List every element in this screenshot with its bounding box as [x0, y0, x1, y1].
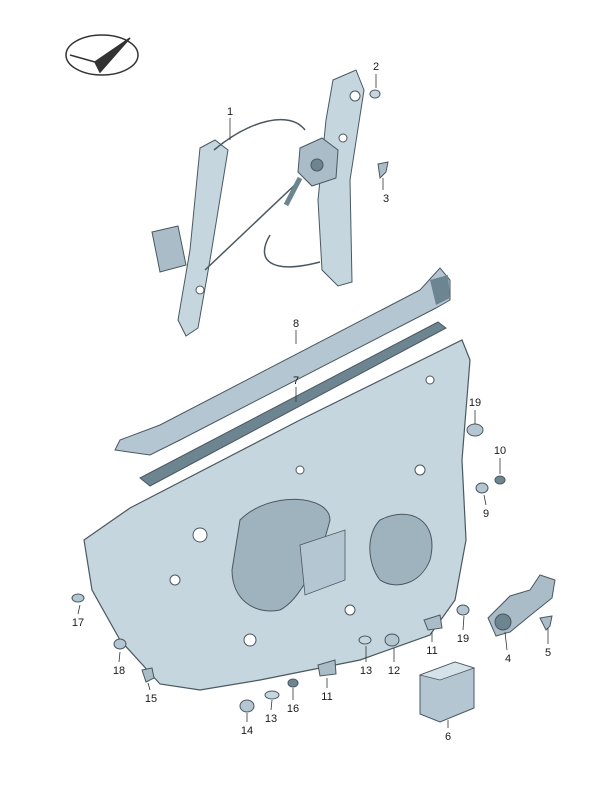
- screw: [377, 161, 389, 180]
- callout-15: 15: [145, 693, 157, 705]
- control-unit: [418, 661, 476, 723]
- grommet-19a: [466, 423, 484, 437]
- clip-10: [494, 475, 506, 485]
- callout-8: 8: [293, 318, 299, 330]
- plug-16: [287, 678, 299, 688]
- leader-lines: [77, 74, 549, 728]
- callout-7: 7: [293, 375, 299, 387]
- clip-15: [141, 667, 155, 683]
- callout-3: 3: [383, 193, 389, 205]
- callout-4: 4: [505, 653, 511, 665]
- callout-10: 10: [494, 445, 506, 457]
- callout-19b: 19: [457, 633, 469, 645]
- brand-logo: [65, 34, 139, 76]
- callout-11b: 11: [321, 691, 332, 703]
- callout-1: 1: [227, 106, 233, 118]
- callout-12: 12: [388, 665, 400, 677]
- callout-19a: 19: [469, 397, 481, 409]
- plug-13b: [264, 690, 280, 700]
- callout-13b: 13: [265, 713, 277, 725]
- grommet-9: [475, 482, 489, 494]
- grommet-18: [113, 638, 127, 650]
- plug-17: [71, 593, 85, 603]
- callout-16: 16: [287, 703, 299, 715]
- outer-window-seal: [114, 267, 451, 456]
- callout-11a: 11: [426, 645, 437, 657]
- callout-5: 5: [545, 647, 551, 659]
- window-regulator: [151, 69, 365, 337]
- clip-11a: [423, 614, 443, 631]
- door-inner-panel: [83, 339, 471, 691]
- inner-window-seal: [139, 321, 447, 487]
- window-motor: [487, 574, 556, 637]
- clip-11b: [317, 659, 337, 677]
- plug-13a: [358, 635, 372, 645]
- callout-9: 9: [483, 508, 489, 520]
- motor-screw: [539, 615, 553, 631]
- grommet-12: [384, 633, 400, 647]
- nut: [369, 89, 381, 99]
- callout-2: 2: [373, 61, 379, 73]
- grommet-19b: [456, 604, 470, 616]
- callout-6: 6: [445, 731, 451, 743]
- grommet-14: [239, 699, 255, 713]
- callout-14: 14: [241, 725, 253, 737]
- callout-18: 18: [113, 665, 125, 677]
- callout-13a: 13: [360, 665, 372, 677]
- callout-17: 17: [72, 617, 84, 629]
- callout-labels: 1 2 3 8 7 19 10 9 17 18 15 14 13 16 11 1…: [72, 61, 551, 743]
